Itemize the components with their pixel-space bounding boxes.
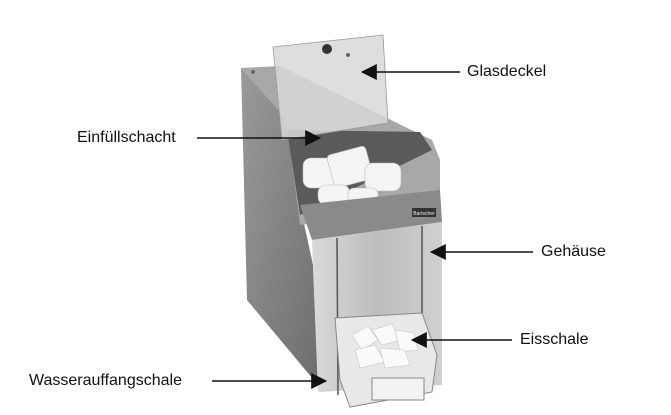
label-filling-shaft: Einfüllschacht [77, 129, 176, 146]
crushed-ice [351, 323, 419, 369]
label-housing: Gehäuse [541, 243, 606, 260]
glass-lid [272, 34, 389, 141]
housing-side [241, 68, 318, 385]
brand-plate-text: Bartscher [413, 211, 435, 217]
brand-plate [412, 208, 436, 217]
label-water-tray: Wasserauffangschale [29, 372, 182, 389]
ice-cubes [302, 146, 402, 206]
label-glass-lid: Glasdeckel [467, 63, 547, 80]
label-ice-tray: Eisschale [520, 331, 589, 348]
front-band [300, 190, 442, 240]
